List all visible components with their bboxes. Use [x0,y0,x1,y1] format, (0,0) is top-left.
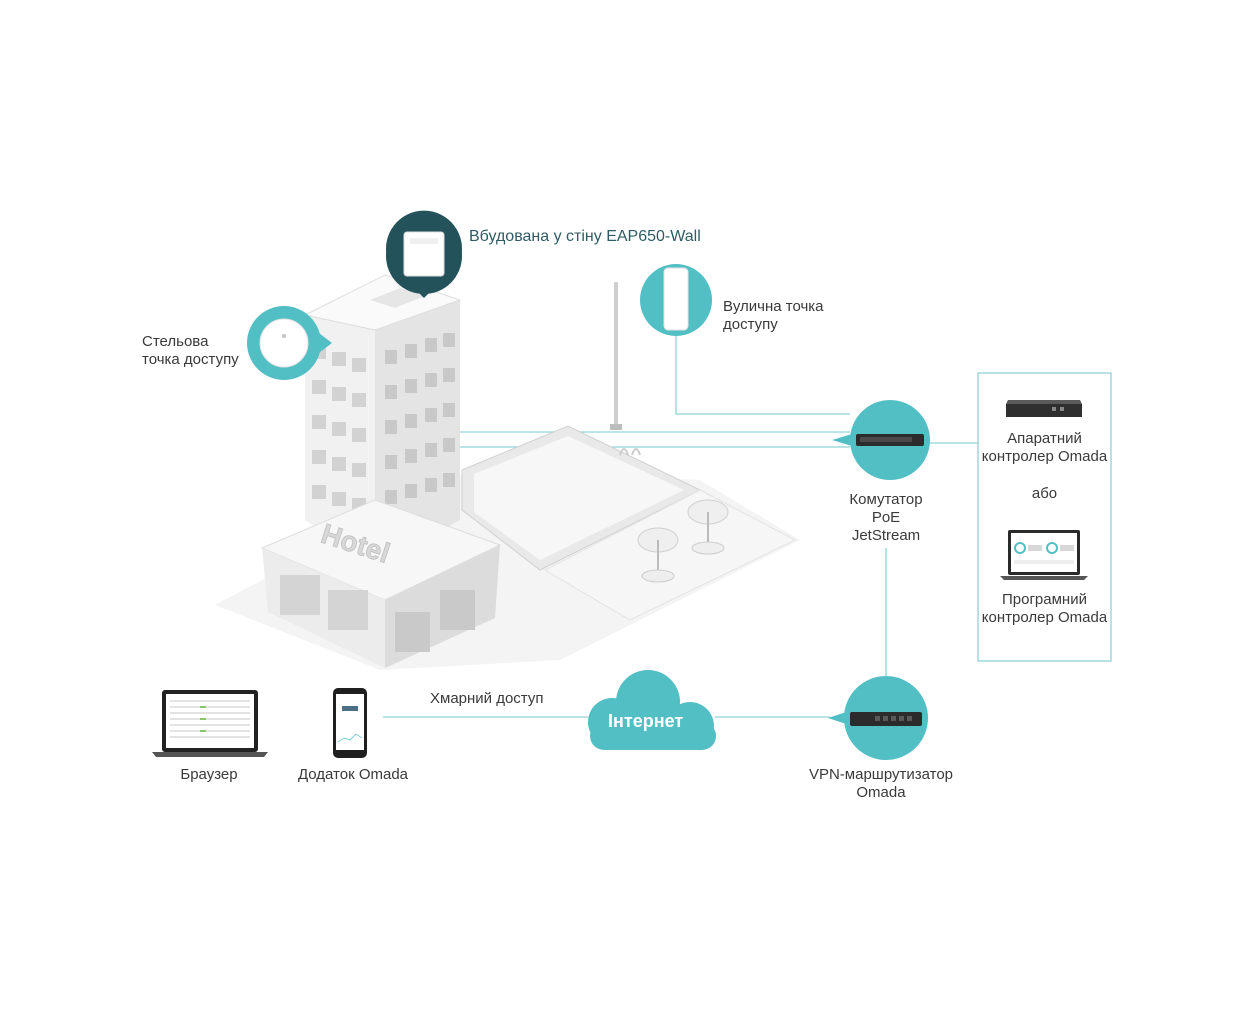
hw-controller-label-line2: контролер Omada [981,448,1108,465]
ceiling-ap-label-line2: точка доступу [142,351,239,368]
outdoor-ap-label-line2: доступу [723,316,778,333]
switch-label-line1: Комутатор [849,491,923,508]
or-label: або [1031,485,1058,502]
cloud-access-label: Хмарний доступ [430,690,544,707]
umbrella-2 [687,499,729,555]
ceiling-ap-bubble[interactable] [247,306,332,380]
internet-label: Інтернет [608,711,684,731]
vpn-router-label: VPN-маршрутизатор Omada [796,766,966,802]
hw-controller-label-line1: Апаратний [1007,430,1082,447]
wall-ap-bubble[interactable] [385,210,462,298]
ceiling-ap-label: Стельова точка доступу [142,333,239,369]
internet-cloud[interactable] [588,670,716,750]
outdoor-pole [610,282,622,430]
sw-controller-label-line2: контролер Omada [981,609,1108,626]
outdoor-ap-bubble[interactable] [640,264,712,336]
outdoor-ap-label: Вулична точка доступу [723,298,824,334]
browser-laptop [152,690,268,757]
switch-label-line3: JetStream [851,527,921,544]
hw-controller-label: Апаратний контролер Omada [978,430,1111,466]
switch-label-line2: PoE [871,509,901,526]
sw-controller-label-line1: Програмний [1002,591,1087,608]
omada-app-phone [333,688,367,758]
switch-label: Комутатор PoE JetStream [826,491,946,545]
hardware-controller-device [1006,400,1082,417]
omada-app-label: Додаток Omada [297,766,409,783]
pool-area [461,425,702,571]
umbrella-1 [637,527,679,583]
vpn-router-label-line2: Omada [856,784,906,801]
software-controller-laptop [1000,530,1088,580]
outdoor-ap-label-line1: Вулична точка [723,298,824,315]
vpn-router-bubble[interactable] [828,676,928,760]
hotel-lobby: Hotel [260,499,502,668]
ceiling-ap-device [259,318,309,368]
terrace-area [543,489,797,621]
vpn-router-label-line1: VPN-маршрутизатор [808,766,954,783]
sw-controller-label: Програмний контролер Omada [978,591,1111,627]
hotel-building: Hotel [260,274,502,668]
line-outdoor-ap-to-switch [675,334,850,415]
controller-group-box [977,372,1112,662]
poe-switch-bubble[interactable] [832,400,930,480]
wall-ap-label: Вбудована у стіну EAP650-Wall [469,228,701,245]
browser-label: Браузер [180,766,238,783]
ceiling-ap-label-line1: Стельова [142,333,209,350]
outdoor-ap-device [663,267,689,331]
